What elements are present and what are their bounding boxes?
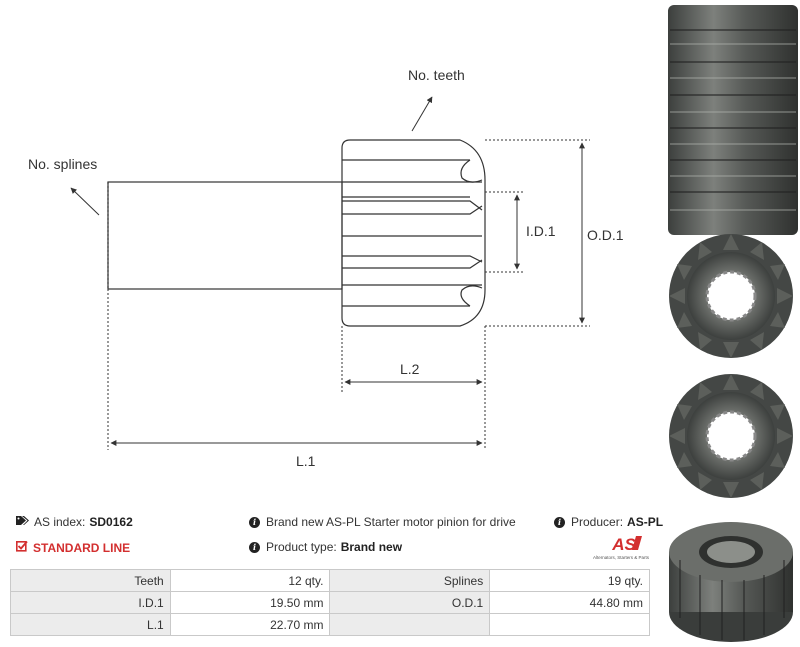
spec-label: O.D.1 bbox=[329, 591, 491, 614]
as-pl-logo: AS Alternators, Starters & Parts bbox=[593, 535, 650, 560]
spec-label: I.D.1 bbox=[10, 591, 171, 614]
dimension-guides bbox=[107, 139, 590, 450]
standard-line-label: STANDARD LINE bbox=[33, 540, 131, 555]
info-icon: i bbox=[554, 516, 565, 528]
spec-value: 19 qty. bbox=[489, 569, 650, 592]
od1-dimension: O.D.1 bbox=[579, 142, 624, 324]
photo-gear-side-view bbox=[668, 5, 798, 235]
spec-value: 44.80 mm bbox=[489, 591, 650, 614]
photo-gear-back-view bbox=[669, 374, 793, 498]
description-line: i Brand new AS-PL Starter motor pinion f… bbox=[249, 515, 516, 529]
l2-label: L.2 bbox=[400, 361, 420, 377]
description-text: Brand new AS-PL Starter motor pinion for… bbox=[266, 515, 516, 529]
spec-label bbox=[329, 613, 491, 636]
no-splines-label: No. splines bbox=[28, 156, 97, 172]
info-icon: i bbox=[249, 541, 260, 553]
tag-icon bbox=[16, 515, 29, 529]
spec-label: Splines bbox=[329, 569, 491, 592]
logo-mark: AS bbox=[611, 535, 636, 554]
photo-gear-perspective-view bbox=[669, 522, 793, 642]
spec-label: L.1 bbox=[10, 613, 171, 636]
no-splines-callout: No. splines bbox=[28, 156, 100, 216]
as-index-label: AS index: bbox=[34, 515, 86, 529]
info-icon: i bbox=[249, 516, 260, 528]
table-row: I.D.1 19.50 mm O.D.1 44.80 mm bbox=[10, 591, 650, 614]
producer-label: Producer: bbox=[571, 515, 624, 529]
producer-line: i Producer: AS-PL bbox=[554, 515, 663, 529]
standard-line: STANDARD LINE bbox=[16, 540, 130, 555]
spec-value: 12 qty. bbox=[169, 569, 331, 592]
as-index-value: SD0162 bbox=[89, 515, 133, 529]
product-type-line: i Product type: Brand new bbox=[249, 540, 402, 554]
table-row: Teeth 12 qty. Splines 19 qty. bbox=[10, 569, 650, 592]
od1-label: O.D.1 bbox=[587, 227, 624, 243]
spec-value: 22.70 mm bbox=[169, 613, 331, 636]
spec-value bbox=[489, 613, 650, 636]
l1-dimension: L.1 bbox=[110, 440, 483, 469]
id1-label: I.D.1 bbox=[526, 223, 556, 239]
product-photos bbox=[668, 5, 798, 642]
technical-drawing: O.D.1 I.D.1 L.2 L.1 No. teeth No. spline… bbox=[28, 67, 624, 469]
pinion-shaft bbox=[107, 181, 343, 290]
spec-value: 19.50 mm bbox=[169, 591, 331, 614]
photo-gear-front-view bbox=[669, 234, 793, 358]
check-square-icon bbox=[16, 540, 28, 555]
id1-dimension: I.D.1 bbox=[514, 194, 556, 270]
l1-label: L.1 bbox=[296, 453, 316, 469]
producer-value: AS-PL bbox=[627, 515, 664, 529]
product-type-label: Product type: bbox=[266, 540, 337, 554]
no-teeth-label: No. teeth bbox=[408, 67, 465, 83]
specification-table: Teeth 12 qty. Splines 19 qty. I.D.1 19.5… bbox=[10, 569, 650, 636]
l2-dimension: L.2 bbox=[344, 361, 483, 385]
product-type-value: Brand new bbox=[340, 540, 403, 554]
no-teeth-callout: No. teeth bbox=[408, 67, 465, 132]
as-index-line: AS index: SD0162 bbox=[16, 515, 133, 529]
logo-caption: Alternators, Starters & Parts bbox=[593, 555, 650, 560]
pinion-gear-head bbox=[341, 139, 486, 327]
spec-label: Teeth bbox=[10, 569, 171, 592]
table-row: L.1 22.70 mm bbox=[10, 613, 650, 636]
